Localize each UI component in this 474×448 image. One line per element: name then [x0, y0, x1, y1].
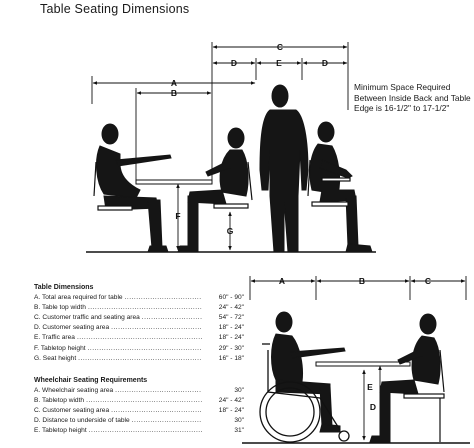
table-top — [135, 179, 213, 185]
dimension-letter-labels: C D E D A B F G A B C E D — [171, 42, 431, 412]
list-item: B. Table top width24" - 42" — [34, 303, 244, 313]
dimension-lines — [91, 42, 349, 251]
dim-letter-F: F — [175, 211, 180, 221]
seated-person-center — [177, 127, 249, 253]
wheelchair-requirements-heading: Wheelchair Seating Requirements — [34, 377, 148, 384]
list-item: E. Traffic area18" - 24" — [34, 333, 244, 343]
table-dimensions-heading: Table Dimensions — [34, 284, 94, 291]
seated-person-left — [96, 123, 172, 253]
dim-letter-A-bottom: A — [279, 276, 285, 286]
standing-person — [259, 84, 309, 253]
dim-letter-C-bottom: C — [425, 276, 431, 286]
list-item: E. Tabletop height31" — [34, 426, 244, 436]
chair-left — [93, 161, 133, 211]
table-dimensions-list: Table Dimensions A. Total area required … — [34, 283, 244, 364]
wheelchair-table-top — [315, 361, 411, 367]
chair-right — [307, 159, 351, 207]
seated-person-bottom-right — [369, 313, 441, 443]
list-item: B. Tabletop width24" - 42" — [34, 396, 244, 406]
minimum-space-note: Minimum Space Required Between Inside Ba… — [354, 82, 471, 114]
list-item: A. Total area required for table60" - 90… — [34, 293, 244, 303]
list-item: C. Customer traffic and seating area54" … — [34, 313, 244, 323]
dim-letter-D-left: D — [231, 58, 237, 68]
list-item: A. Wheelchair seating area30" — [34, 386, 244, 396]
chair-center — [213, 161, 253, 209]
dim-letter-B-top: B — [171, 88, 177, 98]
dim-letter-C-top: C — [277, 42, 283, 52]
wheelchair — [259, 343, 350, 443]
list-item: F. Tabletop height29" - 30" — [34, 344, 244, 354]
seated-person-right — [309, 121, 373, 253]
dim-letter-B-bottom: B — [359, 276, 365, 286]
dim-letter-G: G — [227, 226, 234, 236]
wheelchair-requirements-list: Wheelchair Seating Requirements A. Wheel… — [34, 376, 244, 437]
list-item: G. Seat height16" - 18" — [34, 354, 244, 364]
list-item: D. Distance to underside of table30" — [34, 416, 244, 426]
list-item: D. Customer seating area18" - 24" — [34, 323, 244, 333]
dim-letter-E-bottom: E — [367, 382, 373, 392]
page-title: Table Seating Dimensions — [40, 2, 190, 16]
dim-letter-E: E — [276, 58, 282, 68]
dim-letter-A-top: A — [171, 78, 177, 88]
dim-letter-D-right: D — [322, 58, 328, 68]
wheelchair-user — [271, 311, 346, 433]
dim-letter-D-bottom: D — [370, 402, 376, 412]
chair-bottom-right — [403, 349, 445, 442]
list-item: C. Customer seating area18" - 24" — [34, 406, 244, 416]
